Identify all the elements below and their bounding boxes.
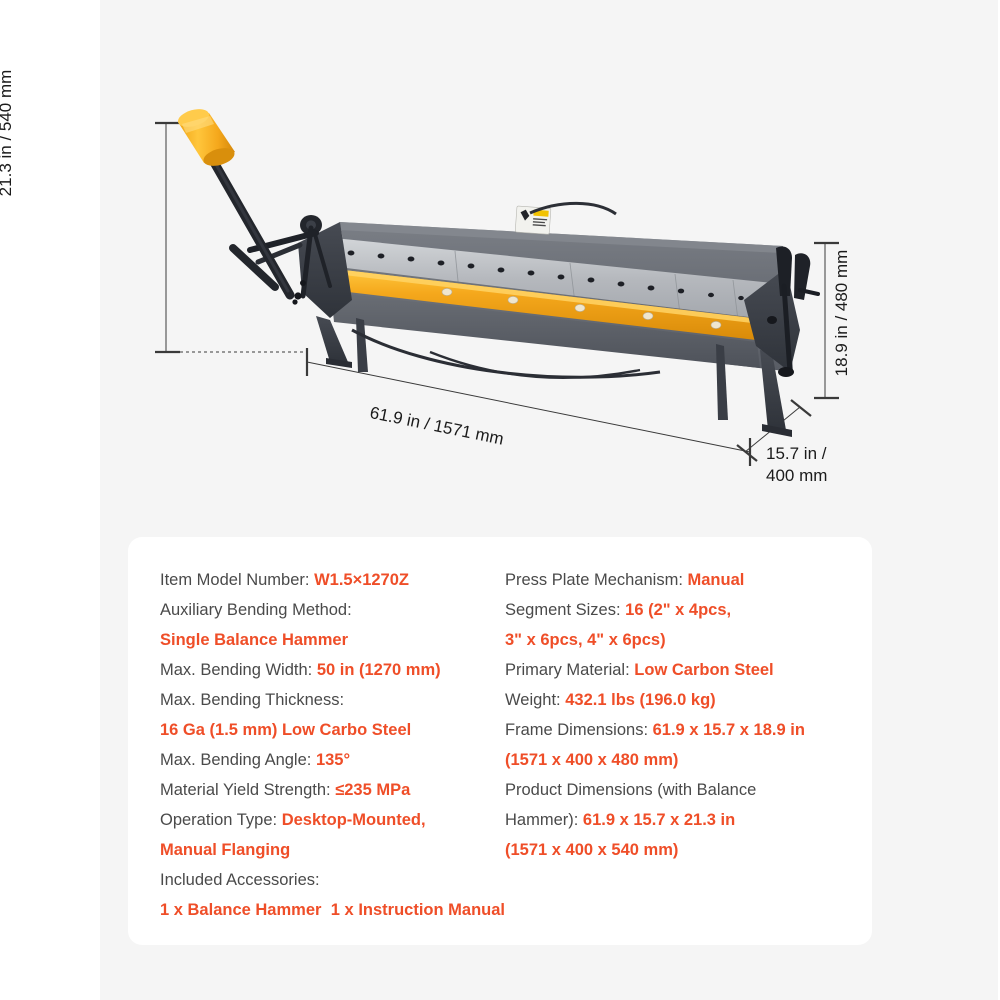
leaf-top-highlight xyxy=(339,222,783,253)
spec-label: Press Plate Mechanism: xyxy=(505,571,688,589)
right-pivot-bolt xyxy=(778,367,794,377)
spec-label: Max. Bending Width: xyxy=(160,661,317,679)
spec-value: 61.9 x 15.7 x 18.9 in xyxy=(652,721,805,739)
spec-product-dimensions: Product Dimensions (with Balance xyxy=(505,775,850,805)
specification-right-column: Press Plate Mechanism: Manual Segment Si… xyxy=(505,565,850,925)
dimension-depth: 15.7 in / 400 mm xyxy=(766,443,827,488)
finger-bolt-holes xyxy=(347,250,744,301)
spec-included-accessories: Included Accessories: xyxy=(160,865,505,895)
segmented-fingers xyxy=(334,238,788,330)
linkage-bolt-3 xyxy=(292,299,298,305)
spec-weight: Weight: 432.1 lbs (196.0 kg) xyxy=(505,685,850,715)
hammer-handle-highlight xyxy=(207,150,290,293)
machine-illustration xyxy=(155,109,839,466)
spec-label: Primary Material: xyxy=(505,661,635,679)
spec-product-dimensions-in: Hammer): 61.9 x 15.7 x 21.3 in xyxy=(505,805,850,835)
dimension-depth-line2: 400 mm xyxy=(766,466,828,486)
spec-value: Desktop-Mounted, xyxy=(281,811,426,829)
spec-label: Max. Bending Thickness: xyxy=(160,691,345,709)
lower-apron xyxy=(331,292,760,368)
dimension-depth-line1: 15.7 in / xyxy=(766,444,827,463)
foot-right xyxy=(762,424,792,437)
spec-label: Auxiliary Bending Method: xyxy=(160,601,352,619)
right-lever-knob xyxy=(776,246,792,296)
carry-handle xyxy=(529,201,617,216)
spec-operation-type: Operation Type: Desktop-Mounted, xyxy=(160,805,505,835)
spec-segment-sizes: Segment Sizes: 16 (2" x 4pcs, xyxy=(505,595,850,625)
leg-left xyxy=(316,316,348,362)
spec-segment-sizes-value2: 3" x 6pcs, 4" x 6pcs) xyxy=(505,631,666,649)
spec-label: Max. Bending Angle: xyxy=(160,751,316,769)
spec-press-plate-mechanism: Press Plate Mechanism: Manual xyxy=(505,565,850,595)
spec-value: Low Carbon Steel xyxy=(634,661,774,679)
accessory-balance-hammer: 1 x Balance Hammer xyxy=(160,901,322,919)
specification-left-column: Item Model Number: W1.5×1270Z Auxiliary … xyxy=(160,565,505,925)
right-white-margin xyxy=(998,0,1000,1000)
foot-left xyxy=(326,358,352,368)
spec-max-bending-thickness-value: 16 Ga (1.5 mm) Low Carbo Steel xyxy=(160,721,412,739)
accessory-instruction-manual: 1 x Instruction Manual xyxy=(330,901,505,919)
linkage-arm-b xyxy=(312,229,332,288)
spec-frame-dimensions: Frame Dimensions: 61.9 x 15.7 x 18.9 in xyxy=(505,715,850,745)
spec-operation-type-value2: Manual Flanging xyxy=(160,841,291,859)
spec-value: ≤235 MPa xyxy=(335,781,411,799)
spec-label: Included Accessories: xyxy=(160,871,320,889)
hammer-cross-grip xyxy=(229,244,279,291)
leg-right-brace xyxy=(716,344,728,420)
warning-label xyxy=(514,205,552,235)
right-link-rod xyxy=(781,283,793,375)
spec-value: 16 (2" x 4pcs, xyxy=(625,601,732,619)
clamping-bar xyxy=(327,268,756,340)
left-white-margin xyxy=(0,0,100,1000)
balance-hammer-head xyxy=(177,109,235,166)
dimension-height-with-hammer: 21.3 in / 540 mm xyxy=(0,69,15,197)
right-lever-secondary xyxy=(794,253,811,300)
spec-label: Hammer): xyxy=(505,811,583,829)
linkage-bolt-1 xyxy=(294,292,302,300)
spec-value: 61.9 x 15.7 x 21.3 in xyxy=(582,811,736,829)
spec-value: 135° xyxy=(315,751,351,769)
spec-value: 432.1 lbs (196.0 kg) xyxy=(565,691,716,709)
clamping-bar-highlight xyxy=(327,268,752,323)
spec-label: Item Model Number: xyxy=(160,571,315,589)
tie-rod-2 xyxy=(429,350,641,379)
spec-value: W1.5×1270Z xyxy=(314,571,409,589)
spec-value: Manual xyxy=(687,571,745,589)
leg-right xyxy=(760,350,786,430)
spec-auxiliary-bending-method: Auxiliary Bending Method: xyxy=(160,595,505,625)
spec-item-model-number: Item Model Number: W1.5×1270Z xyxy=(160,565,505,595)
spec-max-bending-width: Max. Bending Width: 50 in (1270 mm) xyxy=(160,655,505,685)
spec-accessories-row: 1 x Balance Hammer 1 x Instruction Manua… xyxy=(160,895,505,925)
spec-material-yield-strength: Material Yield Strength: ≤235 MPa xyxy=(160,775,505,805)
right-adjust-bolt xyxy=(798,288,820,296)
spec-value: 50 in (1270 mm) xyxy=(316,661,441,679)
spec-max-bending-thickness: Max. Bending Thickness: xyxy=(160,685,505,715)
machine-assembly xyxy=(177,109,820,437)
right-clamp-bolt xyxy=(767,316,777,324)
spec-label: Frame Dimensions: xyxy=(505,721,653,739)
linkage-bolt-2 xyxy=(300,280,306,286)
spec-product-dimensions-mm: (1571 x 400 x 540 mm) xyxy=(505,841,679,859)
dimension-height-frame: 18.9 in / 480 mm xyxy=(832,249,851,377)
spec-label: Weight: xyxy=(505,691,566,709)
spec-max-bending-angle: Max. Bending Angle: 135° xyxy=(160,745,505,775)
spec-label: Product Dimensions (with Balance xyxy=(505,781,757,799)
product-dimension-drawing: 21.3 in / 540 mm 18.9 in / 480 mm 61.9 i… xyxy=(0,69,851,488)
spec-auxiliary-bending-method-value: Single Balance Hammer xyxy=(160,631,348,649)
spec-frame-dimensions-mm: (1571 x 400 x 480 mm) xyxy=(505,751,679,769)
specification-card: Item Model Number: W1.5×1270Z Auxiliary … xyxy=(128,537,872,945)
specification-columns: Item Model Number: W1.5×1270Z Auxiliary … xyxy=(160,565,850,925)
spec-label: Segment Sizes: xyxy=(505,601,626,619)
spec-primary-material: Primary Material: Low Carbon Steel xyxy=(505,655,850,685)
spec-label: Material Yield Strength: xyxy=(160,781,336,799)
leg-left-brace xyxy=(356,318,368,372)
spec-label: Operation Type: xyxy=(160,811,282,829)
